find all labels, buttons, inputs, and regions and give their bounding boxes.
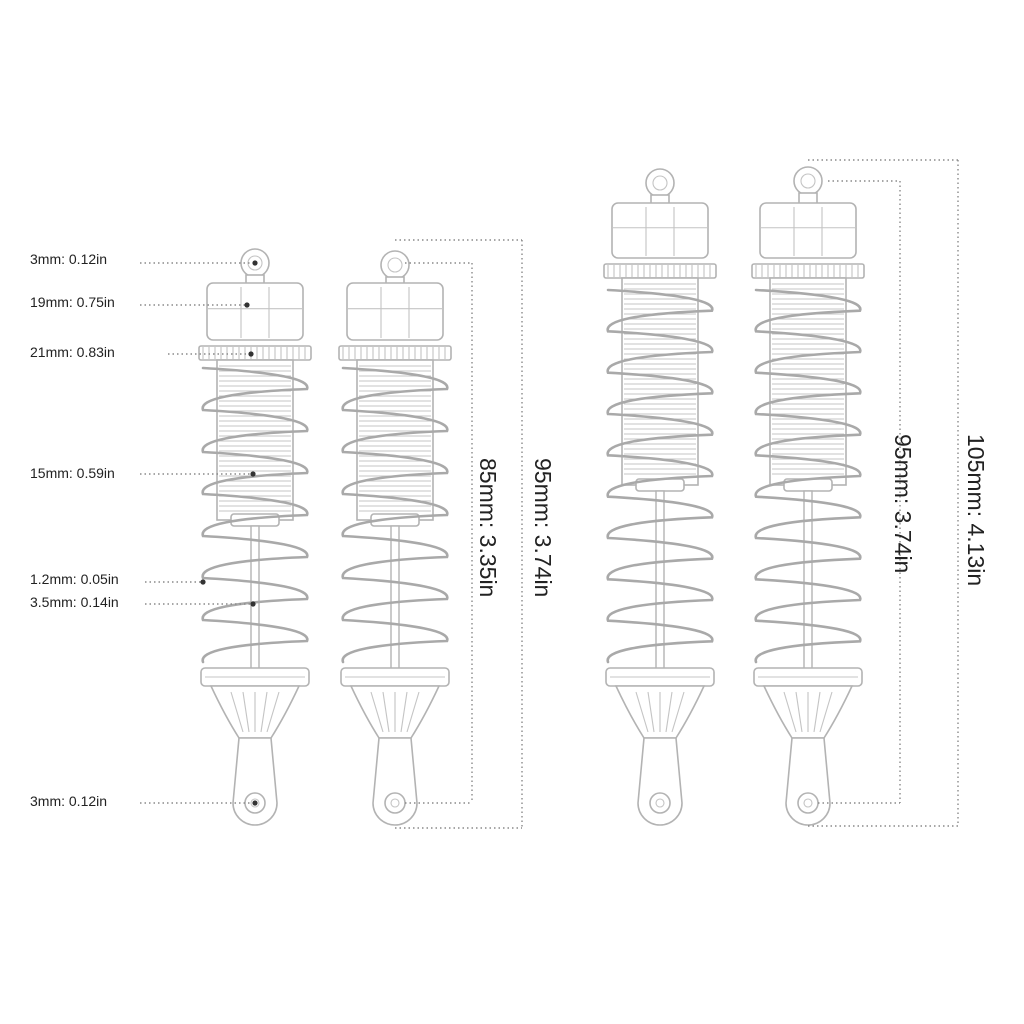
marker-body <box>250 471 256 477</box>
mount-rib <box>230 691 244 733</box>
mount-rib <box>819 691 833 733</box>
coil-spring <box>341 366 449 664</box>
mount-rib <box>382 691 390 733</box>
label-eye-top: 3mm: 0.12in <box>30 251 107 267</box>
mount-rib <box>783 691 797 733</box>
marker-shaft <box>250 601 256 607</box>
adjuster-collar <box>198 345 312 361</box>
top-eye <box>793 166 823 196</box>
top-cap <box>346 282 444 341</box>
marker-eye-bottom <box>252 800 258 806</box>
label-rod: 1.2mm: 0.05in <box>30 571 119 587</box>
lower-eye-hole <box>655 798 665 808</box>
length-label-shock-2: 95mm: 3.74in <box>530 458 556 597</box>
length-label-shock-4: 105mm: 4.13in <box>963 434 989 586</box>
top-cap <box>759 202 857 259</box>
top-eye <box>645 168 675 198</box>
label-cap: 19mm: 0.75in <box>30 294 115 310</box>
mount-rib <box>242 691 250 733</box>
label-body: 15mm: 0.59in <box>30 465 115 481</box>
mount-rib <box>406 691 420 733</box>
shock-body <box>356 359 434 521</box>
mount-rib <box>400 691 408 733</box>
shock-absorber-1 <box>198 248 312 826</box>
shock-body <box>216 359 294 521</box>
adjuster-collar <box>338 345 452 361</box>
label-shaft: 3.5mm: 0.14in <box>30 594 119 610</box>
lower-eye-arm <box>637 737 683 826</box>
marker-rod <box>200 579 206 585</box>
top-eye-hole <box>800 173 816 189</box>
label-eye-bottom: 3mm: 0.12in <box>30 793 107 809</box>
lower-eye-hole <box>390 798 400 808</box>
lower-eye <box>384 792 406 814</box>
mount-rib <box>266 691 280 733</box>
top-cap <box>611 202 709 259</box>
mount-rib <box>635 691 649 733</box>
mount-rib <box>795 691 803 733</box>
coil-spring <box>754 288 862 664</box>
mount-rib <box>370 691 384 733</box>
lower-eye-hole <box>250 798 260 808</box>
adjuster-collar <box>751 263 865 279</box>
marker-eye-top <box>252 260 258 266</box>
top-eye-hole <box>387 257 403 273</box>
lower-eye <box>797 792 819 814</box>
shock-absorber-2 <box>338 250 452 826</box>
lower-eye-hole <box>803 798 813 808</box>
length-label-shock-3: 95mm: 3.74in <box>890 434 916 573</box>
top-eye-hole <box>652 175 668 191</box>
coil-spring <box>201 366 309 664</box>
marker-collar <box>248 351 254 357</box>
top-cap <box>206 282 304 341</box>
mount-rib <box>813 691 821 733</box>
leader-lines <box>140 159 959 829</box>
label-collar: 21mm: 0.83in <box>30 344 115 360</box>
mount-rib <box>665 691 673 733</box>
marker-cap <box>244 302 250 308</box>
length-label-shock-1: 85mm: 3.35in <box>475 458 501 597</box>
mount-rib <box>671 691 685 733</box>
adjuster-collar <box>603 263 717 279</box>
mount-rib <box>647 691 655 733</box>
lower-eye <box>649 792 671 814</box>
coil-spring <box>606 288 714 664</box>
shock-absorber-4 <box>751 166 865 826</box>
top-eye <box>380 250 410 280</box>
mount-rib <box>260 691 268 733</box>
shock-absorber-3 <box>603 168 717 826</box>
